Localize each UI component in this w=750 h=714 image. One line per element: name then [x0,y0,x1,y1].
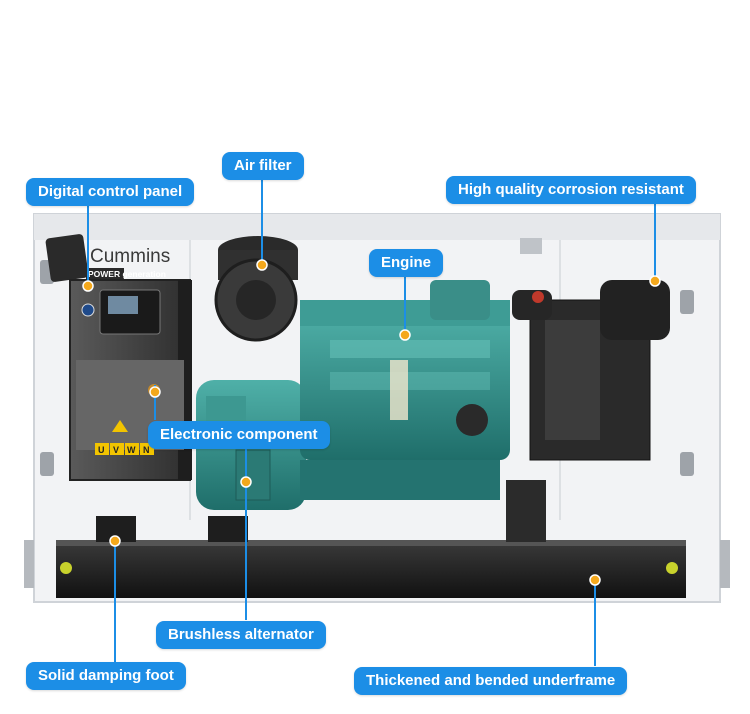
svg-text:N: N [143,445,150,455]
svg-text:W: W [127,445,136,455]
leader-dots [82,259,661,586]
callout-engine: Engine [369,249,444,277]
callout-solid-damping-foot: Solid damping foot [26,662,186,690]
svg-text:U: U [98,445,105,455]
svg-text:Cummins: Cummins [90,246,170,267]
control-cabinet: U V W N [69,279,192,481]
terminal-labels: U V W N [95,443,154,455]
underframe [56,540,686,598]
callout-electronic-component: Electronic component [148,421,330,449]
air-filter [214,236,298,342]
callout-digital-control-panel: Digital control panel [26,178,195,206]
callout-brushless-alternator: Brushless alternator [156,621,326,649]
callout-underframe: Thickened and bended underframe [354,667,628,695]
svg-text:POWER generation: POWER generation [88,269,166,279]
cummins-logo: Cummins POWER generation [45,234,170,282]
callout-corrosion-resistant: High quality corrosion resistant [446,176,696,204]
callout-air-filter: Air filter [222,152,304,180]
radiator [512,280,670,461]
svg-text:V: V [113,445,119,455]
